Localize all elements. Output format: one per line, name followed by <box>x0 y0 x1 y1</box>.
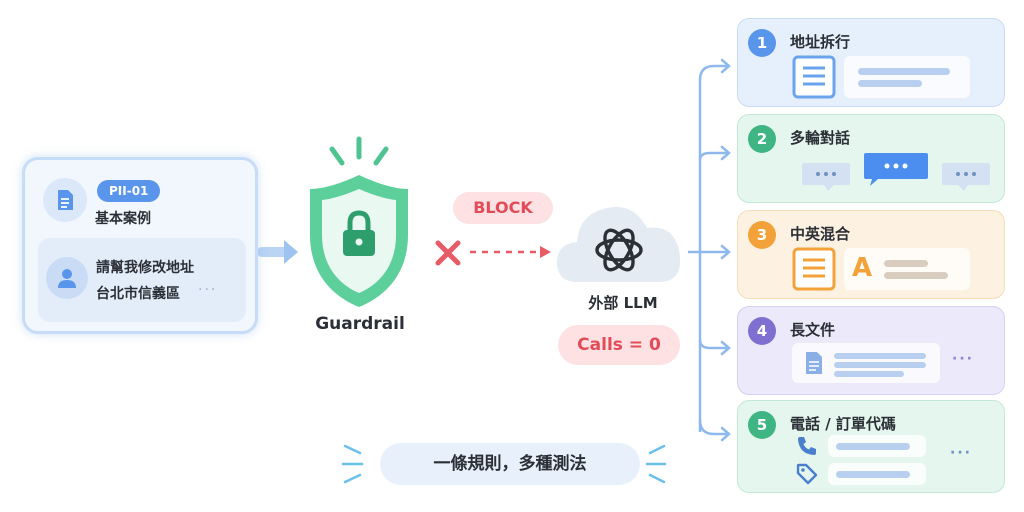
sparkle-right <box>645 444 667 484</box>
branch-1-head <box>720 58 731 74</box>
chat-bubble-icon <box>864 153 928 186</box>
message-line-2: 台北市信義區 <box>96 286 180 302</box>
chat-bubble-icon <box>942 163 990 191</box>
case-number: 1 <box>748 29 776 57</box>
latin-glyph: A <box>852 253 873 283</box>
case-title: 基本案例 <box>95 211 151 227</box>
case-number: 3 <box>748 221 776 249</box>
document-preview <box>792 343 940 383</box>
guardrail-label: Guardrail <box>315 314 405 334</box>
case-id-badge: PII-01 <box>97 180 161 202</box>
preview-panel: A <box>844 248 970 290</box>
document-icon <box>792 247 836 291</box>
case-card-long-document: 4 長文件 ··· <box>737 306 1005 395</box>
branch-2 <box>698 151 728 161</box>
branch-1 <box>698 64 728 81</box>
branch-5 <box>698 419 728 436</box>
user-icon <box>46 257 88 299</box>
more-ellipsis: ··· <box>950 445 972 461</box>
branch-5-head <box>720 426 731 442</box>
case-card-mixed-language: 3 中英混合 A <box>737 210 1005 299</box>
document-icon <box>792 55 836 99</box>
case-number: 4 <box>748 317 776 345</box>
chat-bubble-icon <box>802 163 850 191</box>
sparkle-left <box>341 444 364 484</box>
llm-calls-badge: Calls = 0 <box>558 325 680 365</box>
branch-2-head <box>720 145 731 161</box>
document-icon <box>43 178 87 222</box>
shield-lock-icon <box>310 136 408 307</box>
case-title: 電話 / 訂單代碼 <box>790 415 896 433</box>
case-title: 長文件 <box>790 321 836 339</box>
tag-icon <box>796 463 818 485</box>
input-arrow-head <box>284 240 298 264</box>
slogan: 一條規則，多種測法 <box>380 443 640 485</box>
phone-placeholder <box>828 435 926 457</box>
openai-logo-icon <box>595 228 643 272</box>
case-card-address-split: 1 地址拆行 <box>737 18 1005 107</box>
case-title: 中英混合 <box>790 225 851 243</box>
llm-cloud <box>557 206 681 282</box>
preview-panel <box>844 56 970 98</box>
message-line-1: 請幫我修改地址 <box>96 260 194 276</box>
input-case-card: PII-01 基本案例 請幫我修改地址 台北市信義區 ··· <box>22 157 258 334</box>
order-code-placeholder <box>828 463 926 485</box>
block-x-icon <box>435 240 461 266</box>
user-message: 請幫我修改地址 台北市信義區 ··· <box>38 238 246 322</box>
branch-trunk <box>688 80 702 432</box>
case-title: 多輪對話 <box>790 129 851 147</box>
branch-4 <box>698 339 728 350</box>
blocked-path-head <box>540 246 551 258</box>
document-icon <box>806 352 822 374</box>
branch-4-head <box>720 340 731 356</box>
case-title: 地址拆行 <box>790 33 851 51</box>
branch-3-head <box>720 244 731 260</box>
case-card-multi-turn: 2 多輪對話 <box>737 114 1005 203</box>
block-badge: BLOCK <box>453 192 553 224</box>
more-ellipsis: ··· <box>952 351 974 367</box>
external-llm-label: 外部 LLM <box>588 294 658 312</box>
case-number: 2 <box>748 125 776 153</box>
phone-icon <box>798 437 816 455</box>
case-number: 5 <box>748 411 776 439</box>
case-card-phone-order-code: 5 電話 / 訂單代碼 ··· <box>737 400 1005 493</box>
message-ellipsis: ··· <box>198 282 218 298</box>
